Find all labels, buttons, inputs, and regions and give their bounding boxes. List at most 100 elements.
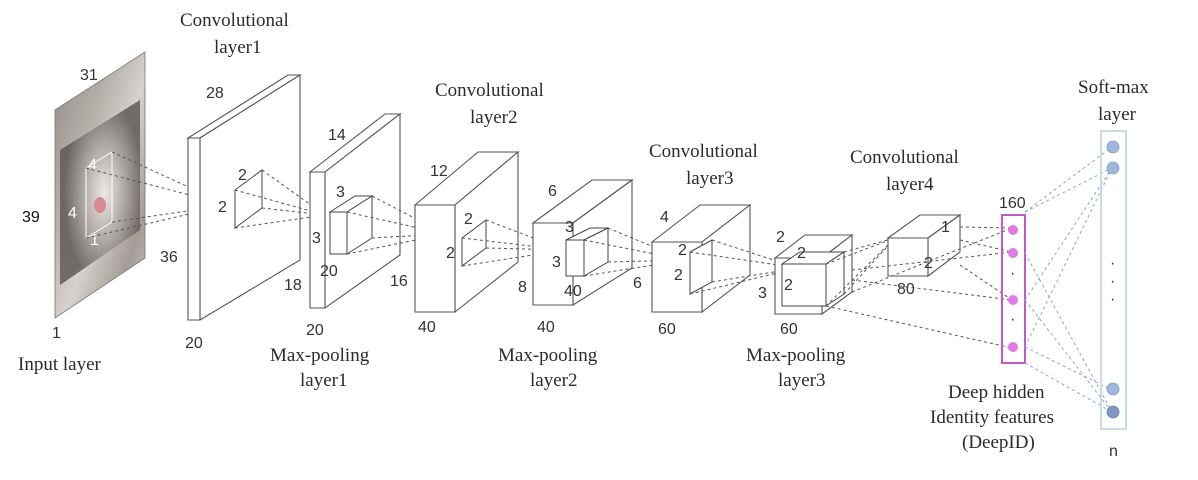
- pool2-dim-left: 8: [518, 279, 527, 296]
- pool1-kernel-label-bottom: 20: [320, 263, 338, 280]
- pool3-dim-top: 2: [776, 229, 785, 246]
- deepid-caption-line1: Deep hidden: [948, 382, 1045, 403]
- conv4-block: 80 1 2 Convolutional layer4: [850, 147, 962, 298]
- connector-conv1-pool1: [234, 169, 326, 229]
- pool1-dim-left: 18: [284, 277, 302, 294]
- softmax-node: [1106, 140, 1120, 154]
- conv4-title-line1: Convolutional: [850, 147, 959, 168]
- deepid-node: [1008, 295, 1018, 305]
- pool3-title-line2: layer3: [778, 370, 825, 391]
- input-dim-bottom: 1: [52, 325, 61, 342]
- pool3-dim-left: 3: [758, 285, 767, 302]
- conv2-front-face: [414, 204, 456, 313]
- conv1-front-face: [187, 137, 201, 321]
- pool3-title-line1: Max-pooling: [746, 345, 846, 366]
- conv2-dim-left: 16: [390, 273, 408, 290]
- deepid-node: [1008, 248, 1018, 258]
- pool3-kernel-label-top: 2: [797, 245, 806, 262]
- conv3-title-line1: Convolutional: [649, 141, 758, 162]
- input-dim-left: 39: [22, 209, 40, 226]
- softmax-title-line1: Soft-max: [1078, 77, 1149, 98]
- softmax-ellipsis: ·: [1110, 255, 1115, 272]
- pool1-title-line2: layer1: [300, 370, 347, 391]
- conv3-dim-bottom: 60: [658, 321, 676, 338]
- conv3-dim-top: 4: [660, 209, 669, 226]
- softmax-dim-bottom: n: [1109, 443, 1118, 460]
- conv4-dim-bottom: 80: [897, 281, 915, 298]
- pool1-title-line1: Max-pooling: [270, 345, 370, 366]
- softmax-ellipsis: ·: [1110, 291, 1115, 308]
- conv3-dim-left: 6: [633, 275, 642, 292]
- softmax-box: [1100, 130, 1127, 430]
- pool1-kernel-label-left: 3: [312, 230, 321, 247]
- pool1-dim-top: 14: [328, 127, 346, 144]
- conv1-kernel-label-top: 2: [238, 167, 247, 184]
- conv2-title-line1: Convolutional: [435, 80, 544, 101]
- deepid-dim-top: 160: [999, 195, 1026, 212]
- input-layer-label: Input layer: [18, 354, 102, 375]
- input-kernel-label-left: 4: [68, 205, 77, 222]
- conv4-title-line2: layer4: [886, 174, 934, 195]
- conv4-front-face: [887, 237, 929, 277]
- conv2-kernel-label-top: 2: [464, 211, 473, 228]
- pool3-kernel-label-left: 2: [784, 277, 793, 294]
- pool1-front-face: [309, 171, 326, 309]
- deepid-caption-line3: (DeepID): [962, 432, 1035, 453]
- pool2-kernel-label-bottom: 40: [564, 283, 582, 300]
- cat-photo: [60, 100, 140, 285]
- conv3-title-line2: layer3: [686, 168, 733, 189]
- pool2-title-line1: Max-pooling: [498, 345, 598, 366]
- conv3-kernel-label-left: 2: [674, 267, 683, 284]
- pool2-dim-bottom: 40: [537, 319, 555, 336]
- conv1-dim-left: 36: [160, 249, 178, 266]
- softmax-node: [1106, 161, 1120, 175]
- softmax-title-line2: layer: [1098, 104, 1137, 125]
- deepid-ellipsis: ·: [1010, 311, 1015, 328]
- deepid-layer: · · 160 Deep hidden Identity features (D…: [930, 195, 1054, 453]
- pool2-kernel-label-top: 3: [565, 219, 574, 236]
- softmax-node: [1106, 405, 1120, 419]
- conv1-block: 28 36 20 2 2 Convolutional layer1: [160, 10, 302, 352]
- conv1-kernel-label-left: 2: [218, 199, 227, 216]
- pool2-dim-top: 6: [548, 183, 557, 200]
- softmax-layer: · · · n Soft-max layer: [1078, 77, 1149, 460]
- pool2-title-line2: layer2: [530, 370, 577, 391]
- pool2-front-face: [532, 222, 574, 306]
- input-kernel-label-top: 4: [88, 157, 97, 174]
- pool3-block: 2 3 60 2 2 Max-pooling layer3: [746, 229, 854, 391]
- deepid-node: [1008, 342, 1018, 352]
- conv2-dim-bottom: 40: [418, 319, 436, 336]
- pool1-dim-bottom: 20: [306, 322, 324, 339]
- conv2-dim-top: 12: [430, 163, 448, 180]
- conv2-block: 12 16 40 2 2 Convolutional layer2: [390, 80, 544, 336]
- softmax-node: [1106, 382, 1120, 396]
- conv3-kernel-label-top: 2: [678, 242, 687, 259]
- conv2-title-line2: layer2: [470, 107, 517, 128]
- conv3-block: 4 6 60 2 2 Convolutional layer3: [633, 141, 758, 338]
- softmax-ellipsis: ·: [1110, 273, 1115, 290]
- conv4-kernel-label-bottom: 2: [924, 255, 933, 272]
- conv4-kernel-label-top: 1: [941, 219, 950, 236]
- conv1-title-line2: layer1: [214, 37, 261, 58]
- pool2-kernel-label-left: 3: [552, 254, 561, 271]
- deepid-caption-line2: Identity features: [930, 407, 1054, 428]
- pool1-kernel-label-top: 3: [336, 184, 345, 201]
- connector-conv4-deepid: [825, 226, 1013, 349]
- pool2-block: 6 8 40 3 3 40 Max-pooling layer2: [498, 178, 634, 391]
- conv1-title-line1: Convolutional: [180, 10, 289, 31]
- input-kernel-label-bottom: 1: [90, 232, 99, 249]
- conv1-dim-top: 28: [206, 85, 224, 102]
- deepid-node: [1008, 225, 1018, 235]
- conv2-kernel-label-left: 2: [446, 245, 455, 262]
- conv1-dim-bottom: 20: [185, 335, 203, 352]
- pool1-block: 14 18 20 3 3 20 Max-pooling layer1: [270, 112, 402, 391]
- connector-deepid-softmax: [1024, 146, 1113, 413]
- deepid-ellipsis: ·: [1010, 265, 1015, 282]
- cat-nose: [94, 197, 106, 213]
- connector-pool3-conv4: [825, 237, 896, 307]
- input-dim-top: 31: [80, 67, 98, 84]
- input-layer: 31 39 1 4 4 1 Input layer: [18, 51, 146, 375]
- deepid-box: [1001, 214, 1026, 364]
- pool3-dim-bottom: 60: [780, 321, 798, 338]
